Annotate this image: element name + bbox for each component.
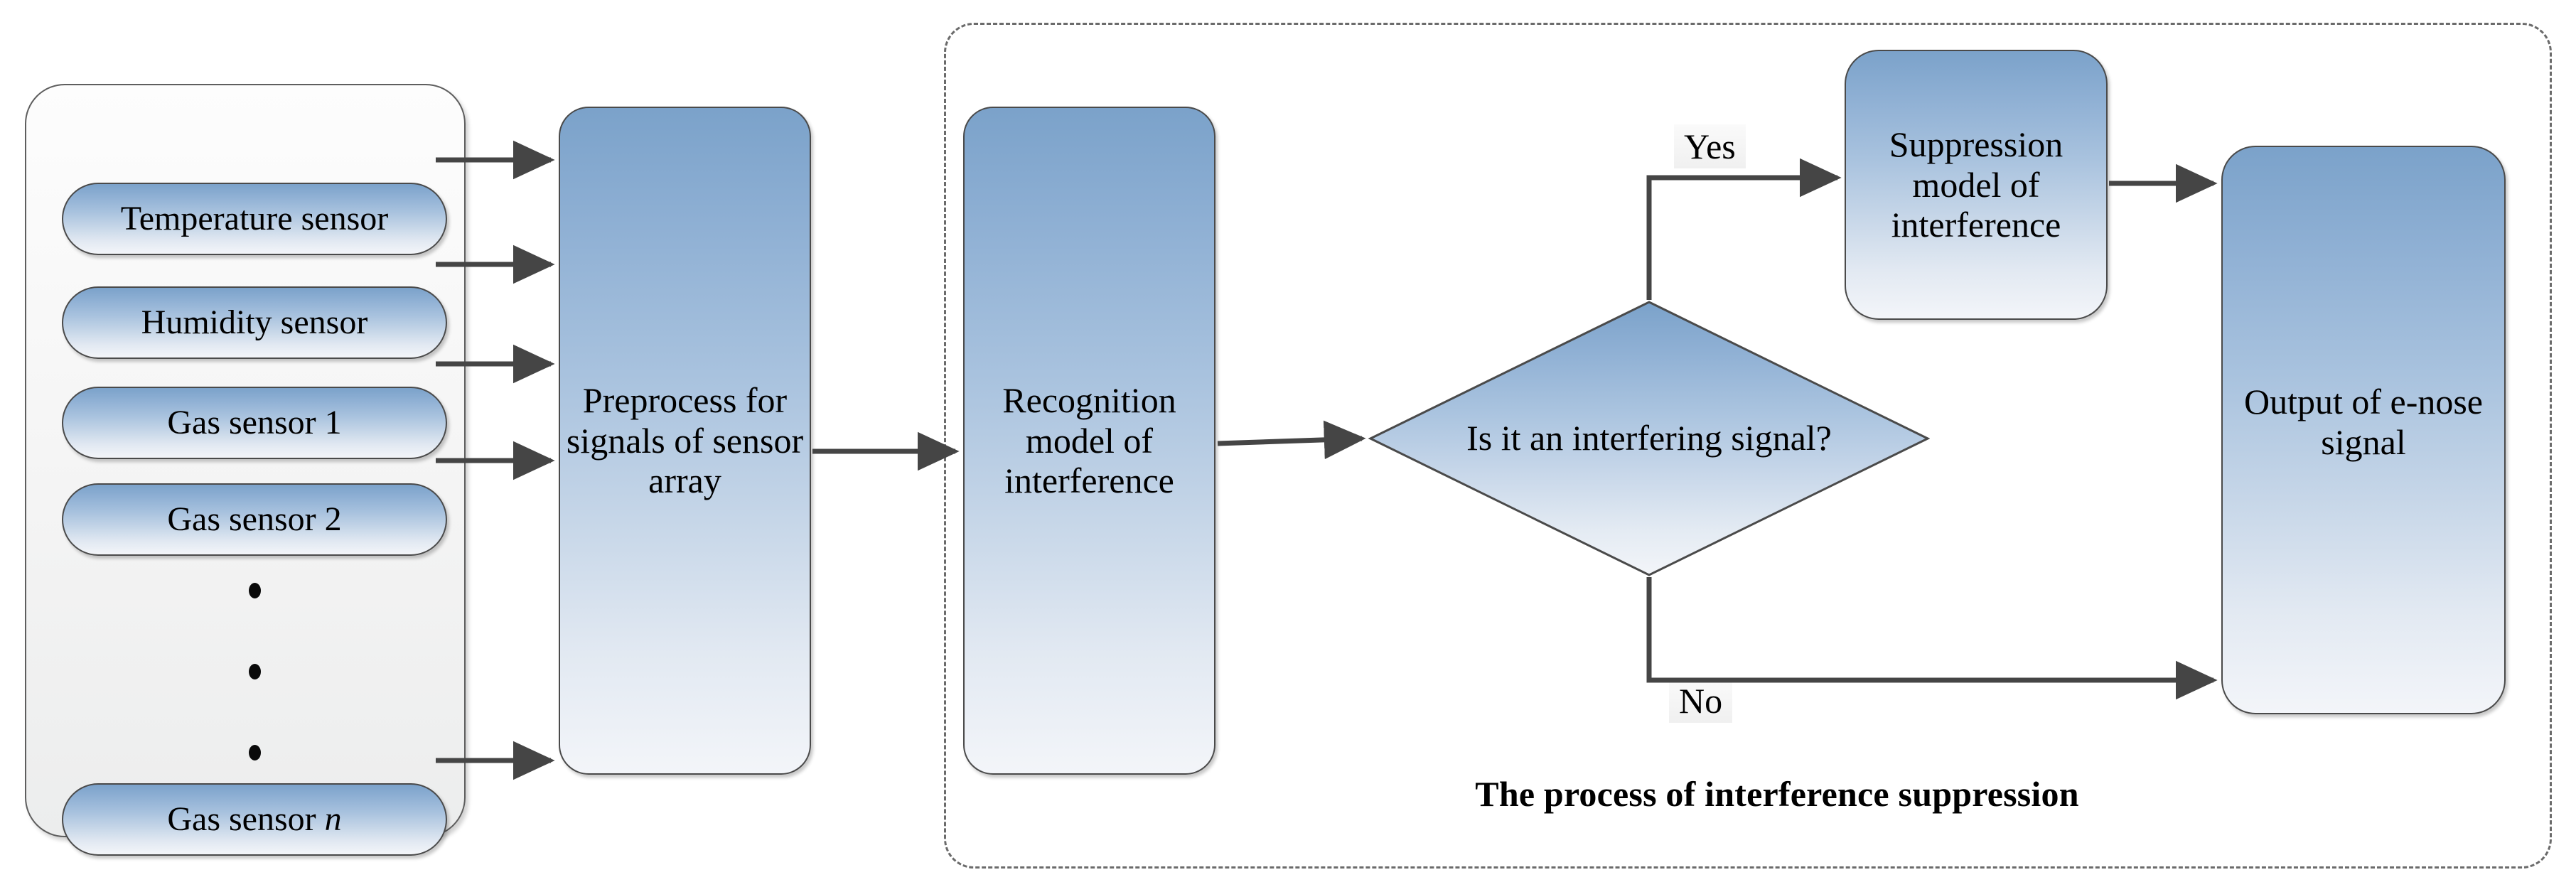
dot-icon: [248, 745, 261, 760]
node-output-signal[interactable]: Output of e-nose signal: [2221, 146, 2506, 714]
sensor-array-group: Temperature sensor Humidity sensor Gas s…: [25, 84, 466, 856]
sensor-temperature[interactable]: Temperature sensor: [62, 183, 447, 255]
sensor-label: Gas sensor 1: [167, 403, 342, 441]
node-label: Is it an interfering signal?: [1466, 418, 1832, 458]
sensor-label: Gas sensor n: [167, 800, 341, 839]
sensor-label-prefix: Gas sensor: [167, 800, 325, 838]
node-decision-interfering-signal[interactable]: Is it an interfering signal?: [1368, 300, 1930, 577]
diamond-shape-icon: [1368, 301, 1930, 576]
sensor-label: Temperature sensor: [120, 199, 389, 237]
vertical-ellipsis-icon: [62, 583, 447, 760]
sensor-label: Gas sensor 2: [167, 500, 342, 538]
sensor-index-variable: n: [324, 800, 342, 838]
sensor-label: Humidity sensor: [141, 303, 368, 341]
node-label: Preprocess for signals of sensor array: [566, 380, 804, 501]
dot-icon: [248, 583, 261, 598]
node-label: Output of e-nose signal: [2243, 382, 2484, 462]
branch-label-yes: Yes: [1674, 124, 1746, 168]
sensor-gas-n[interactable]: Gas sensor n: [62, 783, 447, 856]
process-caption: The process of interference suppression: [1351, 773, 2204, 815]
dot-icon: [248, 664, 261, 679]
node-label: Recognition model of interference: [1002, 380, 1176, 501]
process-caption-text: The process of interference suppression: [1475, 774, 2079, 814]
branch-no-text: No: [1679, 681, 1723, 721]
node-preprocess[interactable]: Preprocess for signals of sensor array: [559, 107, 811, 775]
sensor-gas-1[interactable]: Gas sensor 1: [62, 387, 447, 459]
branch-label-no: No: [1669, 679, 1733, 723]
decision-label-wrapper: Is it an interfering signal?: [1368, 300, 1930, 577]
sensor-gas-2[interactable]: Gas sensor 2: [62, 483, 447, 556]
node-label: Suppression model of interference: [1889, 124, 2064, 245]
branch-yes-text: Yes: [1684, 127, 1736, 166]
sensor-humidity[interactable]: Humidity sensor: [62, 286, 447, 359]
node-recognition-model[interactable]: Recognition model of interference: [963, 107, 1215, 775]
node-suppression-model[interactable]: Suppression model of interference: [1845, 50, 2108, 320]
